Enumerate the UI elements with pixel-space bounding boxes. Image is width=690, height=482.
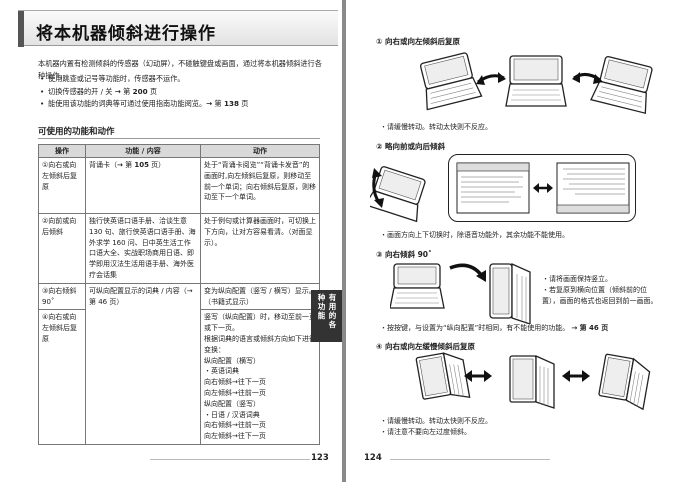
note-body: ・按按键，与设置为“纵向配置”时相同，有不能使用的功能。 <box>380 324 570 332</box>
table-header: 操作 <box>38 144 86 158</box>
arrow-icon: → <box>206 99 213 108</box>
note-text: ・请将画面保持竖立。 <box>542 275 612 283</box>
note-text: ・画面方向上下切换时，除语音功能外，其余功能不能使用。 <box>380 231 569 239</box>
cell-text: 背诵卡（ <box>89 161 117 169</box>
curved-arrow-icon <box>449 263 484 278</box>
table-header: 功能 / 内容 <box>85 144 201 158</box>
screen-normal <box>456 162 530 214</box>
section-heading: 可使用的功能和动作 <box>38 127 115 137</box>
section-heading: ③ 向右倾斜 90˚ <box>376 250 432 259</box>
table-cell-op: ①向右或向左倾斜后复原 <box>38 157 86 214</box>
bullet-item: 使用跳查或记号等功能时，传感器不运作。 <box>40 73 330 86</box>
note-list: ・请缓慢转动。转动太快则不反应。 ・请注意不要向左过度倾斜。 <box>380 416 492 438</box>
note-text: ・请注意不要向左过度倾斜。 <box>380 428 471 436</box>
tilt-left-right-illustration <box>419 52 653 115</box>
page-ref[interactable]: 105 <box>134 161 149 169</box>
title-accent <box>18 11 24 47</box>
table-cell-action: 处于例句或计算器画面时，可切换上下方向，让对方容易看清。（对面显示）。 <box>200 213 320 284</box>
section-heading: ② 略向前或向后倾斜 <box>376 142 445 151</box>
table-cell-func: 独行侠英语口语手册、洽谈生意 130 句、旅行侠英语口语手册、海外求学 160 … <box>85 213 201 284</box>
bullet-item: 切换传感器的开 / 关 → 第 200 页 <box>40 86 330 99</box>
table-header: 动作 <box>200 144 320 158</box>
right-page: ① 向右或向左倾斜后复原 ・请缓 <box>346 0 690 482</box>
table-row: ③向右倾斜 90˚ 可纵向配置显示的词典 / 内容（→第 46 页） 变为纵向配… <box>38 282 320 445</box>
note-list: ・请将画面保持竖立。 ・若复原到横向位置（倾斜前的位置），画面的格式也返回到前一… <box>542 274 662 307</box>
side-tab-label: 种功能 <box>317 293 326 320</box>
bullet-item: 能使用该功能的词典等可通过使用指南功能阅览。→ 第 138 页 <box>40 98 330 111</box>
screen-callout <box>448 154 636 222</box>
table-row: ①向右或向左倾斜后复原 背诵卡（→ 第 105 页） 处于“背诵卡阅览”“背诵卡… <box>38 157 320 214</box>
table-cell-op: ③向右倾斜 90˚ <box>38 282 86 311</box>
book-gutter <box>342 0 346 482</box>
table-header-row: 操作 功能 / 内容 动作 <box>38 144 320 158</box>
section-heading: ① 向右或向左倾斜后复原 <box>376 37 460 46</box>
table-cell-func: 背诵卡（→ 第 105 页） <box>85 157 201 214</box>
double-arrow-icon <box>572 72 603 84</box>
bullet-text: 切换传感器的开 / 关 <box>48 86 115 96</box>
page-title: 将本机器倾斜进行操作 <box>36 24 216 44</box>
page-ref[interactable]: 第 46 页 <box>579 324 609 332</box>
left-page: 将本机器倾斜进行操作 本机器内置有检测倾斜的传感器（幻动屏），不碰触键盘或画面，… <box>0 0 342 482</box>
device-center-icon <box>505 55 567 107</box>
double-arrow-icon <box>464 370 492 382</box>
table-cell-action: 变为纵向配置（竖写 / 横写）显示。（书籍式显示） <box>200 282 320 311</box>
device-right-icon <box>590 55 653 115</box>
side-tab-label: 有用的各 <box>328 293 337 329</box>
table-cell-action: 处于“背诵卡阅览”“背诵卡发音”的画面时,向左倾斜后复原，则移动至前一个单词；向… <box>200 157 320 214</box>
side-tab: 有用的各 种功能 <box>311 290 342 342</box>
bullet-suffix: 页 <box>238 99 249 108</box>
section-heading: ④ 向右或向左缓慢倾斜后复原 <box>376 342 475 351</box>
title-bar: 将本机器倾斜进行操作 <box>18 10 338 47</box>
page-number: 123 <box>311 453 329 463</box>
table-cell-op: ④向右或向左倾斜后复原 <box>38 309 86 445</box>
section-divider <box>38 138 320 139</box>
footer-line <box>390 459 550 460</box>
bullet-text: 使用跳查或记号等功能时，传感器不运作。 <box>48 74 185 83</box>
bullet-suffix: 页 <box>147 86 158 96</box>
tilt-slowly-illustration <box>415 352 651 411</box>
bullet-list: 使用跳查或记号等功能时，传感器不运作。 切换传感器的开 / 关 → 第 200 … <box>40 73 330 111</box>
device-center-open-icon <box>509 354 555 409</box>
device-left-icon <box>419 52 483 111</box>
table-cell-action: 竖写（纵向配置）时，移动至前一页或下一页。 根据词典的语言或倾斜方向如下进行变换… <box>200 309 320 445</box>
arrow-icon: → <box>114 86 121 96</box>
cell-text: 页） <box>148 161 166 169</box>
footer-line <box>150 459 310 460</box>
table-row: ④向右或向左倾斜后复原 竖写（纵向配置）时，移动至前一页或下一页。 根据词典的语… <box>38 309 320 445</box>
rotate-90-illustration <box>390 262 531 324</box>
note-text: ・请缓慢转动。转动太快则不反应。 <box>380 417 492 425</box>
function-table: 操作 功能 / 内容 动作 ①向右或向左倾斜后复原 背诵卡（→ 第 105 页）… <box>38 144 320 445</box>
table-cell-func: 可纵向配置显示的词典 / 内容（→第 46 页） <box>85 282 201 445</box>
device-horizontal-icon <box>390 263 445 309</box>
device-vertical-icon <box>489 262 531 324</box>
page-ref[interactable]: 200 <box>132 86 148 96</box>
device-right-open-icon <box>598 353 651 411</box>
arrow-icon: → <box>571 324 578 332</box>
note-text: ・若复原到横向位置（倾斜前的位置），画面的格式也返回到前一画面。 <box>542 286 658 305</box>
bullet-text: 能使用该功能的词典等可通过使用指南功能阅览。 <box>48 99 207 108</box>
screen-comparison-illustration <box>456 162 630 214</box>
double-arrow-icon <box>476 72 506 85</box>
page-ref[interactable]: 138 <box>223 99 239 108</box>
page-number: 124 <box>364 453 382 463</box>
double-arrow-icon <box>533 183 553 193</box>
table-cell-op: ②向前或向后倾斜 <box>38 213 86 284</box>
arrow-icon: → <box>117 161 123 169</box>
note-text: ・请缓慢转动。转动太快则不反应。 <box>380 123 492 131</box>
double-arrow-icon <box>562 370 590 382</box>
device-left-open-icon <box>415 352 471 400</box>
table-row: ②向前或向后倾斜 独行侠英语口语手册、洽谈生意 130 句、旅行侠英语口语手册、… <box>38 213 320 284</box>
tilt-forward-back-illustration <box>370 166 426 223</box>
note-text: ・按按键，与设置为“纵向配置”时相同，有不能使用的功能。 → 第 46 页 <box>380 323 608 334</box>
